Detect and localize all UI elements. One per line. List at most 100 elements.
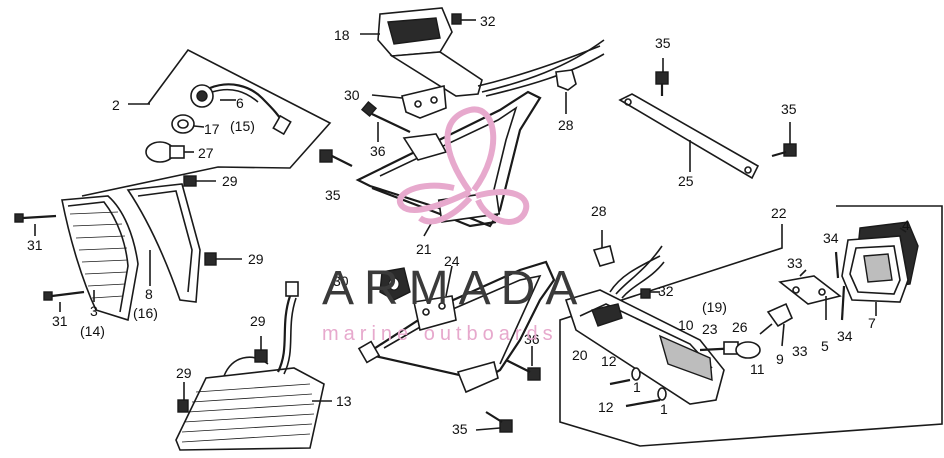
- label-33-b: 33: [792, 343, 808, 359]
- bolt-part-32a: [451, 13, 462, 25]
- screw-part-34b: [840, 285, 846, 321]
- clip-part-29b: [204, 252, 217, 266]
- label-35-b: 35: [655, 35, 671, 51]
- label-17: 17: [204, 121, 220, 137]
- signal-bulb-part: [735, 341, 761, 359]
- label-23: 23: [702, 321, 718, 337]
- screw-part-31a: [14, 213, 57, 223]
- side-marker-connector: [285, 281, 299, 297]
- label-21: 21: [416, 241, 432, 257]
- washer-part-1a: [631, 367, 641, 381]
- label-31-b: 31: [52, 313, 68, 329]
- label-1-a: 1: [633, 379, 641, 395]
- stay-rod-part-25: [618, 93, 760, 180]
- label-34-b: 34: [837, 328, 853, 344]
- bolt-part-36a: [360, 100, 378, 118]
- bolt-part-35c: [499, 419, 513, 433]
- label-11: 11: [750, 361, 765, 377]
- label-15: (15): [230, 118, 255, 134]
- label-28-b: 28: [591, 203, 607, 219]
- label-26: 26: [732, 319, 748, 335]
- group-outline-22: [559, 205, 943, 447]
- label-19: (19): [702, 299, 727, 315]
- label-22: 22: [771, 205, 787, 221]
- bulb-part: [145, 141, 194, 163]
- label-35-c: 35: [452, 421, 468, 437]
- clip-part-29c: [254, 349, 268, 363]
- part-number-labels: 2 6 (15) 17 27 29 31 3 (14) 8 (16) 31 29…: [27, 13, 910, 437]
- watermark-brand: ARMADA: [322, 262, 587, 315]
- screw-part-34a: [834, 251, 840, 279]
- label-30-b: 30: [333, 273, 349, 289]
- label-3: 3: [90, 303, 98, 319]
- label-32-a: 32: [480, 13, 496, 29]
- label-34-a: 34: [823, 230, 839, 246]
- label-32-b: 32: [658, 283, 674, 299]
- bracket-part-30a: [401, 85, 447, 119]
- label-2: 2: [112, 97, 120, 113]
- label-6: 6: [236, 95, 244, 111]
- label-35-d: 35: [781, 101, 797, 117]
- label-4: 4: [902, 217, 910, 233]
- label-1-b: 1: [660, 401, 668, 417]
- label-24: 24: [444, 253, 460, 269]
- bracket-part-11: [766, 302, 794, 328]
- label-5: 5: [821, 338, 829, 354]
- label-16: (16): [133, 305, 158, 321]
- lower-bracket-group: [357, 260, 556, 433]
- bracket-frame-part-21: [355, 90, 542, 228]
- label-8: 8: [145, 286, 153, 302]
- label-9: 9: [776, 351, 784, 367]
- label-29-b: 29: [248, 251, 264, 267]
- taillight-lens-part: [61, 195, 139, 322]
- group-outline-2: [81, 48, 332, 197]
- label-35-a: 35: [325, 187, 341, 203]
- label-31-a: 31: [27, 237, 43, 253]
- label-36-b: 36: [524, 331, 540, 347]
- label-12-a: 12: [601, 353, 617, 369]
- label-29-c: 29: [250, 313, 266, 329]
- watermark-tagline: marine outboards: [322, 323, 558, 345]
- wire-clip-part-28b: [592, 245, 615, 267]
- bolt-part-36b: [527, 367, 541, 381]
- wire-clip-part-28a: [555, 69, 577, 91]
- label-25: 25: [678, 173, 694, 189]
- bolt-part-32b: [640, 288, 651, 299]
- label-13: 13: [336, 393, 352, 409]
- mount-plate-part-5: [778, 275, 842, 305]
- label-29-d: 29: [176, 365, 192, 381]
- side-marker-group: [175, 281, 332, 451]
- label-33-a: 33: [787, 255, 803, 271]
- washer-part-1b: [657, 387, 667, 401]
- label-14: (14): [80, 323, 105, 339]
- clip-part-29a: [183, 175, 197, 187]
- label-27: 27: [198, 145, 214, 161]
- label-12-b: 12: [598, 399, 614, 415]
- screw-part-12a: [609, 378, 631, 386]
- label-18: 18: [334, 27, 350, 43]
- bolt-part-35d: [783, 143, 797, 157]
- label-7: 7: [868, 315, 876, 331]
- watermark-logo: [397, 106, 530, 225]
- label-10: 10: [678, 317, 694, 333]
- stay-rod-group: [618, 58, 797, 180]
- label-36-a: 36: [370, 143, 386, 159]
- label-28-a: 28: [558, 117, 574, 133]
- clip-part-29d: [177, 399, 189, 413]
- bolt-part-35a: [319, 149, 333, 163]
- screw-part-31b: [43, 290, 85, 301]
- bolt-part-35b: [655, 71, 669, 85]
- screw-part-12b: [625, 398, 661, 408]
- turn-signal-assembly-group: [559, 205, 943, 447]
- taillight-assembly-group: [14, 48, 332, 322]
- signal-body-part: [564, 289, 725, 405]
- label-29-a: 29: [222, 173, 238, 189]
- label-20: 20: [572, 347, 588, 363]
- side-marker-lens-part: [175, 367, 325, 451]
- grommet-part: [171, 114, 195, 134]
- label-30-a: 30: [344, 87, 360, 103]
- leader-17: [193, 125, 205, 128]
- socket-wire-part: [190, 83, 292, 136]
